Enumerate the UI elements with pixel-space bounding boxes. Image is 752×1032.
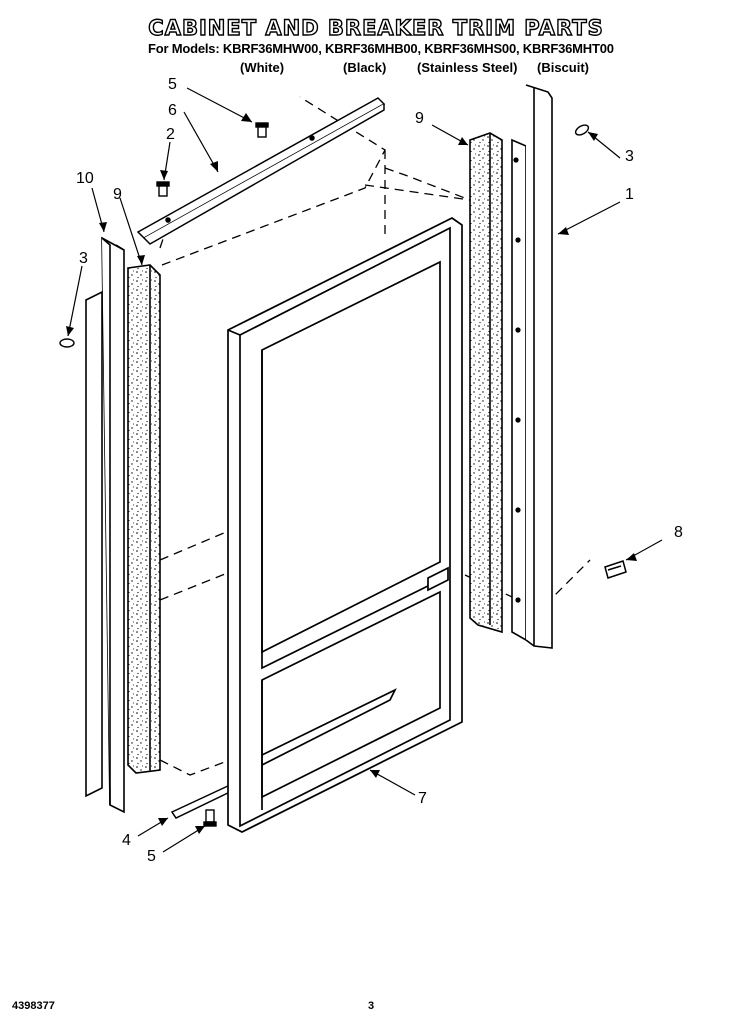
callout-9-left: 9 [113,186,122,203]
leader-arrowheads [66,113,637,834]
callout-9-right: 9 [415,110,424,127]
part-6-top-bracket [136,97,386,245]
callout-3-left: 3 [79,250,88,267]
part-10-left-trim [85,236,125,814]
part-1-right-trim [511,84,553,649]
callout-4: 4 [122,832,131,849]
callout-10: 10 [76,170,94,187]
part-7-breaker-frame [227,217,463,833]
variant-stainless: (Stainless Steel) [417,60,518,75]
document-number: 4398377 [12,1000,55,1012]
callout-5-top: 5 [168,76,177,93]
callout-7: 7 [418,790,427,807]
variant-white: (White) [240,60,285,75]
part-4-bottom-bracket [170,784,236,819]
page-title: CABINET AND BREAKER TRIM PARTS [148,15,604,40]
variant-black: (Black) [343,60,387,75]
callout-1: 1 [625,186,634,203]
callout-3-right: 3 [625,148,634,165]
page-number: 3 [368,1000,375,1012]
callout-5-bottom: 5 [147,848,156,865]
part-9-left-gasket [127,264,161,774]
callout-8: 8 [674,524,683,541]
callout-6: 6 [168,102,177,119]
variant-biscuit: (Biscuit) [537,60,589,75]
part-9-right-gasket [469,132,503,634]
models-line: For Models: KBRF36MHW00, KBRF36MHB00, KB… [148,41,614,56]
part-8-clip [604,560,627,579]
callout-2: 2 [166,126,175,143]
screws [59,122,590,827]
